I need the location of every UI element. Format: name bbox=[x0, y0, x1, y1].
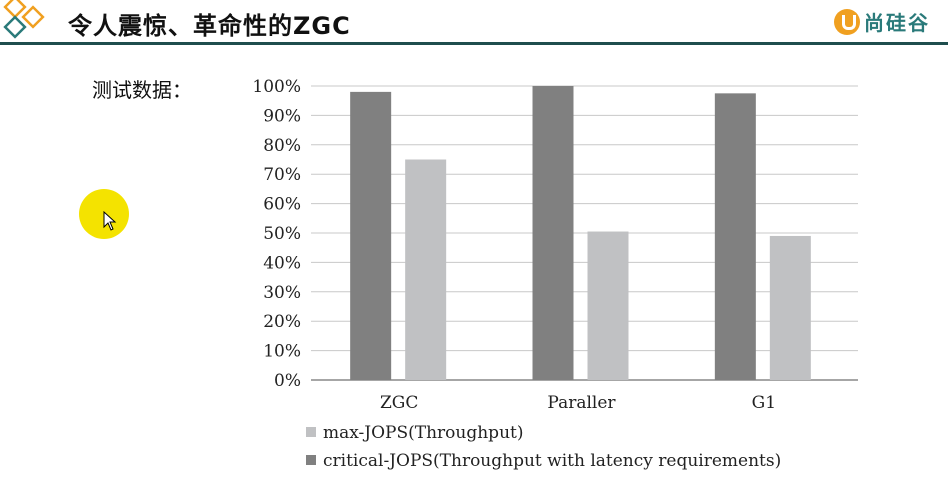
bar-g1-max bbox=[769, 235, 811, 380]
bar-g1-critical bbox=[714, 93, 756, 380]
diamond-logo-icon bbox=[3, 0, 45, 39]
x-tick-label: G1 bbox=[752, 393, 776, 413]
bar-zgc-max bbox=[405, 159, 447, 380]
x-tick-label: Paraller bbox=[547, 393, 616, 413]
y-tick-label: 80% bbox=[263, 136, 301, 156]
bar-zgc-critical bbox=[350, 91, 392, 380]
y-tick-label: 50% bbox=[263, 224, 301, 244]
mouse-pointer-icon bbox=[103, 211, 117, 231]
y-tick-label: 100% bbox=[252, 77, 301, 97]
x-tick-label: ZGC bbox=[380, 393, 418, 413]
brand-name: 尚硅谷 bbox=[864, 11, 930, 35]
page-title: 令人震惊、革命性的ZGC bbox=[68, 12, 351, 40]
y-tick-label: 90% bbox=[263, 106, 301, 126]
test-data-label: 测试数据： bbox=[92, 78, 192, 102]
header-divider bbox=[0, 42, 948, 45]
chart-grid bbox=[311, 85, 858, 381]
y-tick-label: 60% bbox=[263, 195, 301, 215]
bar-paraller-critical bbox=[532, 86, 574, 380]
legend-swatch bbox=[306, 427, 316, 437]
brand-mark-icon bbox=[834, 8, 860, 35]
y-tick-label: 40% bbox=[263, 253, 301, 273]
legend-label: max-JOPS(Throughput) bbox=[323, 423, 523, 443]
chart-bars bbox=[350, 86, 811, 380]
bar-paraller-max bbox=[587, 231, 629, 380]
legend-swatch bbox=[306, 455, 316, 465]
brand-logo: 尚硅谷 bbox=[834, 7, 930, 36]
y-tick-label: 0% bbox=[274, 371, 301, 391]
chart-legend: max-JOPS(Throughput) critical-JOPS(Throug… bbox=[306, 423, 781, 471]
x-axis-ticks: ZGC Paraller G1 bbox=[380, 393, 776, 413]
y-axis-ticks: 0% 10% 20% 30% 40% 50% 60% 70% 80% 90% 100% bbox=[252, 77, 301, 391]
y-tick-label: 10% bbox=[263, 342, 301, 362]
y-tick-label: 70% bbox=[263, 165, 301, 185]
legend-label: critical-JOPS(Throughput with latency re… bbox=[323, 451, 781, 471]
y-tick-label: 20% bbox=[263, 312, 301, 332]
header-bar: 令人震惊、革命性的ZGC 尚硅谷 bbox=[0, 0, 948, 45]
y-tick-label: 30% bbox=[263, 283, 301, 303]
